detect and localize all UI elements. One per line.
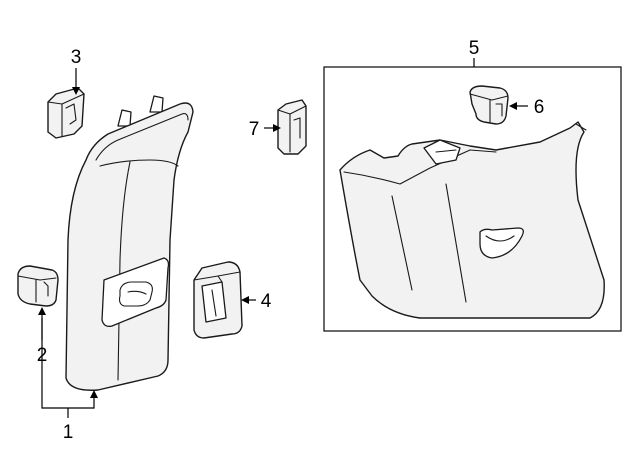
callout-2: 2 <box>37 345 48 366</box>
callout-7: 7 <box>249 119 260 140</box>
part-4-retainer <box>193 261 243 339</box>
part-3-clip <box>47 87 85 139</box>
part-5-assembly-frame <box>323 66 622 332</box>
callout-4: 4 <box>261 291 272 312</box>
callout-6: 6 <box>534 97 545 118</box>
part-2-clip <box>17 265 59 307</box>
callout-3: 3 <box>71 47 82 68</box>
leader-1 <box>41 318 98 418</box>
part-1-pillar-trim <box>65 95 194 391</box>
leader-2 <box>38 307 46 340</box>
leader-7 <box>264 124 281 132</box>
part-6-clip <box>469 85 509 125</box>
part-7-clip <box>277 99 307 155</box>
leader-3 <box>72 68 80 95</box>
callout-1: 1 <box>63 422 74 443</box>
callout-5: 5 <box>469 38 480 59</box>
part-5-quarter-trim <box>339 121 605 319</box>
leader-6 <box>509 102 528 110</box>
leader-4 <box>241 296 256 304</box>
